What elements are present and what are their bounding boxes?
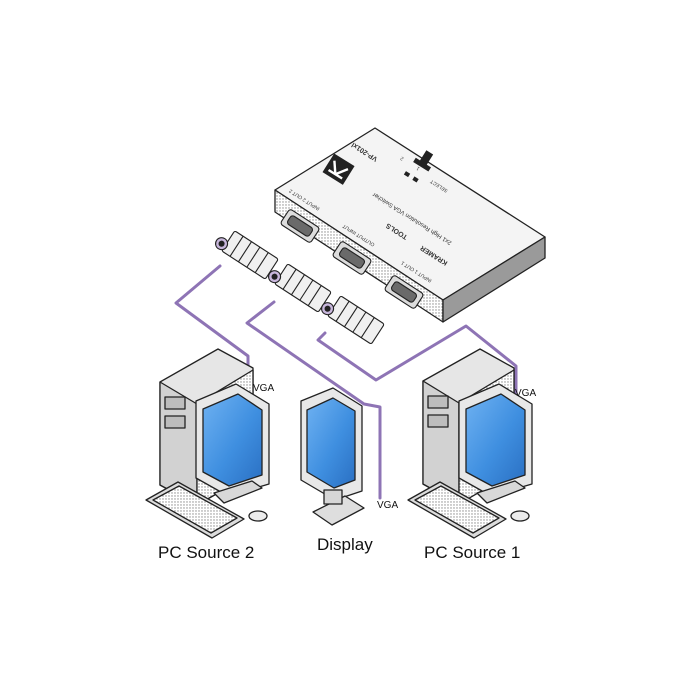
pc1-mouse [510,510,530,522]
cable-pc-source-1 [316,324,518,396]
vga-label-right: VGA [515,388,537,399]
input1-led-label: 1 [415,165,421,172]
vga-label-display: VGA [377,500,399,511]
display-screen [306,397,356,489]
kramer-logo [322,153,355,185]
pc-source-1 [407,348,533,539]
pc-source-2 [145,348,270,539]
pc-source-2-label: PC Source 2 [158,543,255,562]
select-button-icon [413,150,434,172]
cable-display [245,300,382,500]
display-label: Display [317,535,373,554]
output-port [332,241,372,275]
input2-led-label: 2 [399,155,405,162]
device-ports [280,209,424,309]
device-side-face [442,236,546,323]
pc1-screen [465,393,526,487]
display-monitor [300,387,365,526]
vga-plug-input1 [321,295,385,345]
input2-port [280,209,320,243]
pc2-mouse [248,510,268,522]
vga-label-left: VGA [253,383,275,394]
input-led-icons [403,171,419,183]
pc-source-1-label: PC Source 1 [424,543,521,562]
vga-plugs [215,230,385,345]
vga-plug-output [268,263,332,313]
input1-port [384,275,424,309]
vga-plug-input2 [215,230,279,280]
pc2-screen [202,393,263,487]
